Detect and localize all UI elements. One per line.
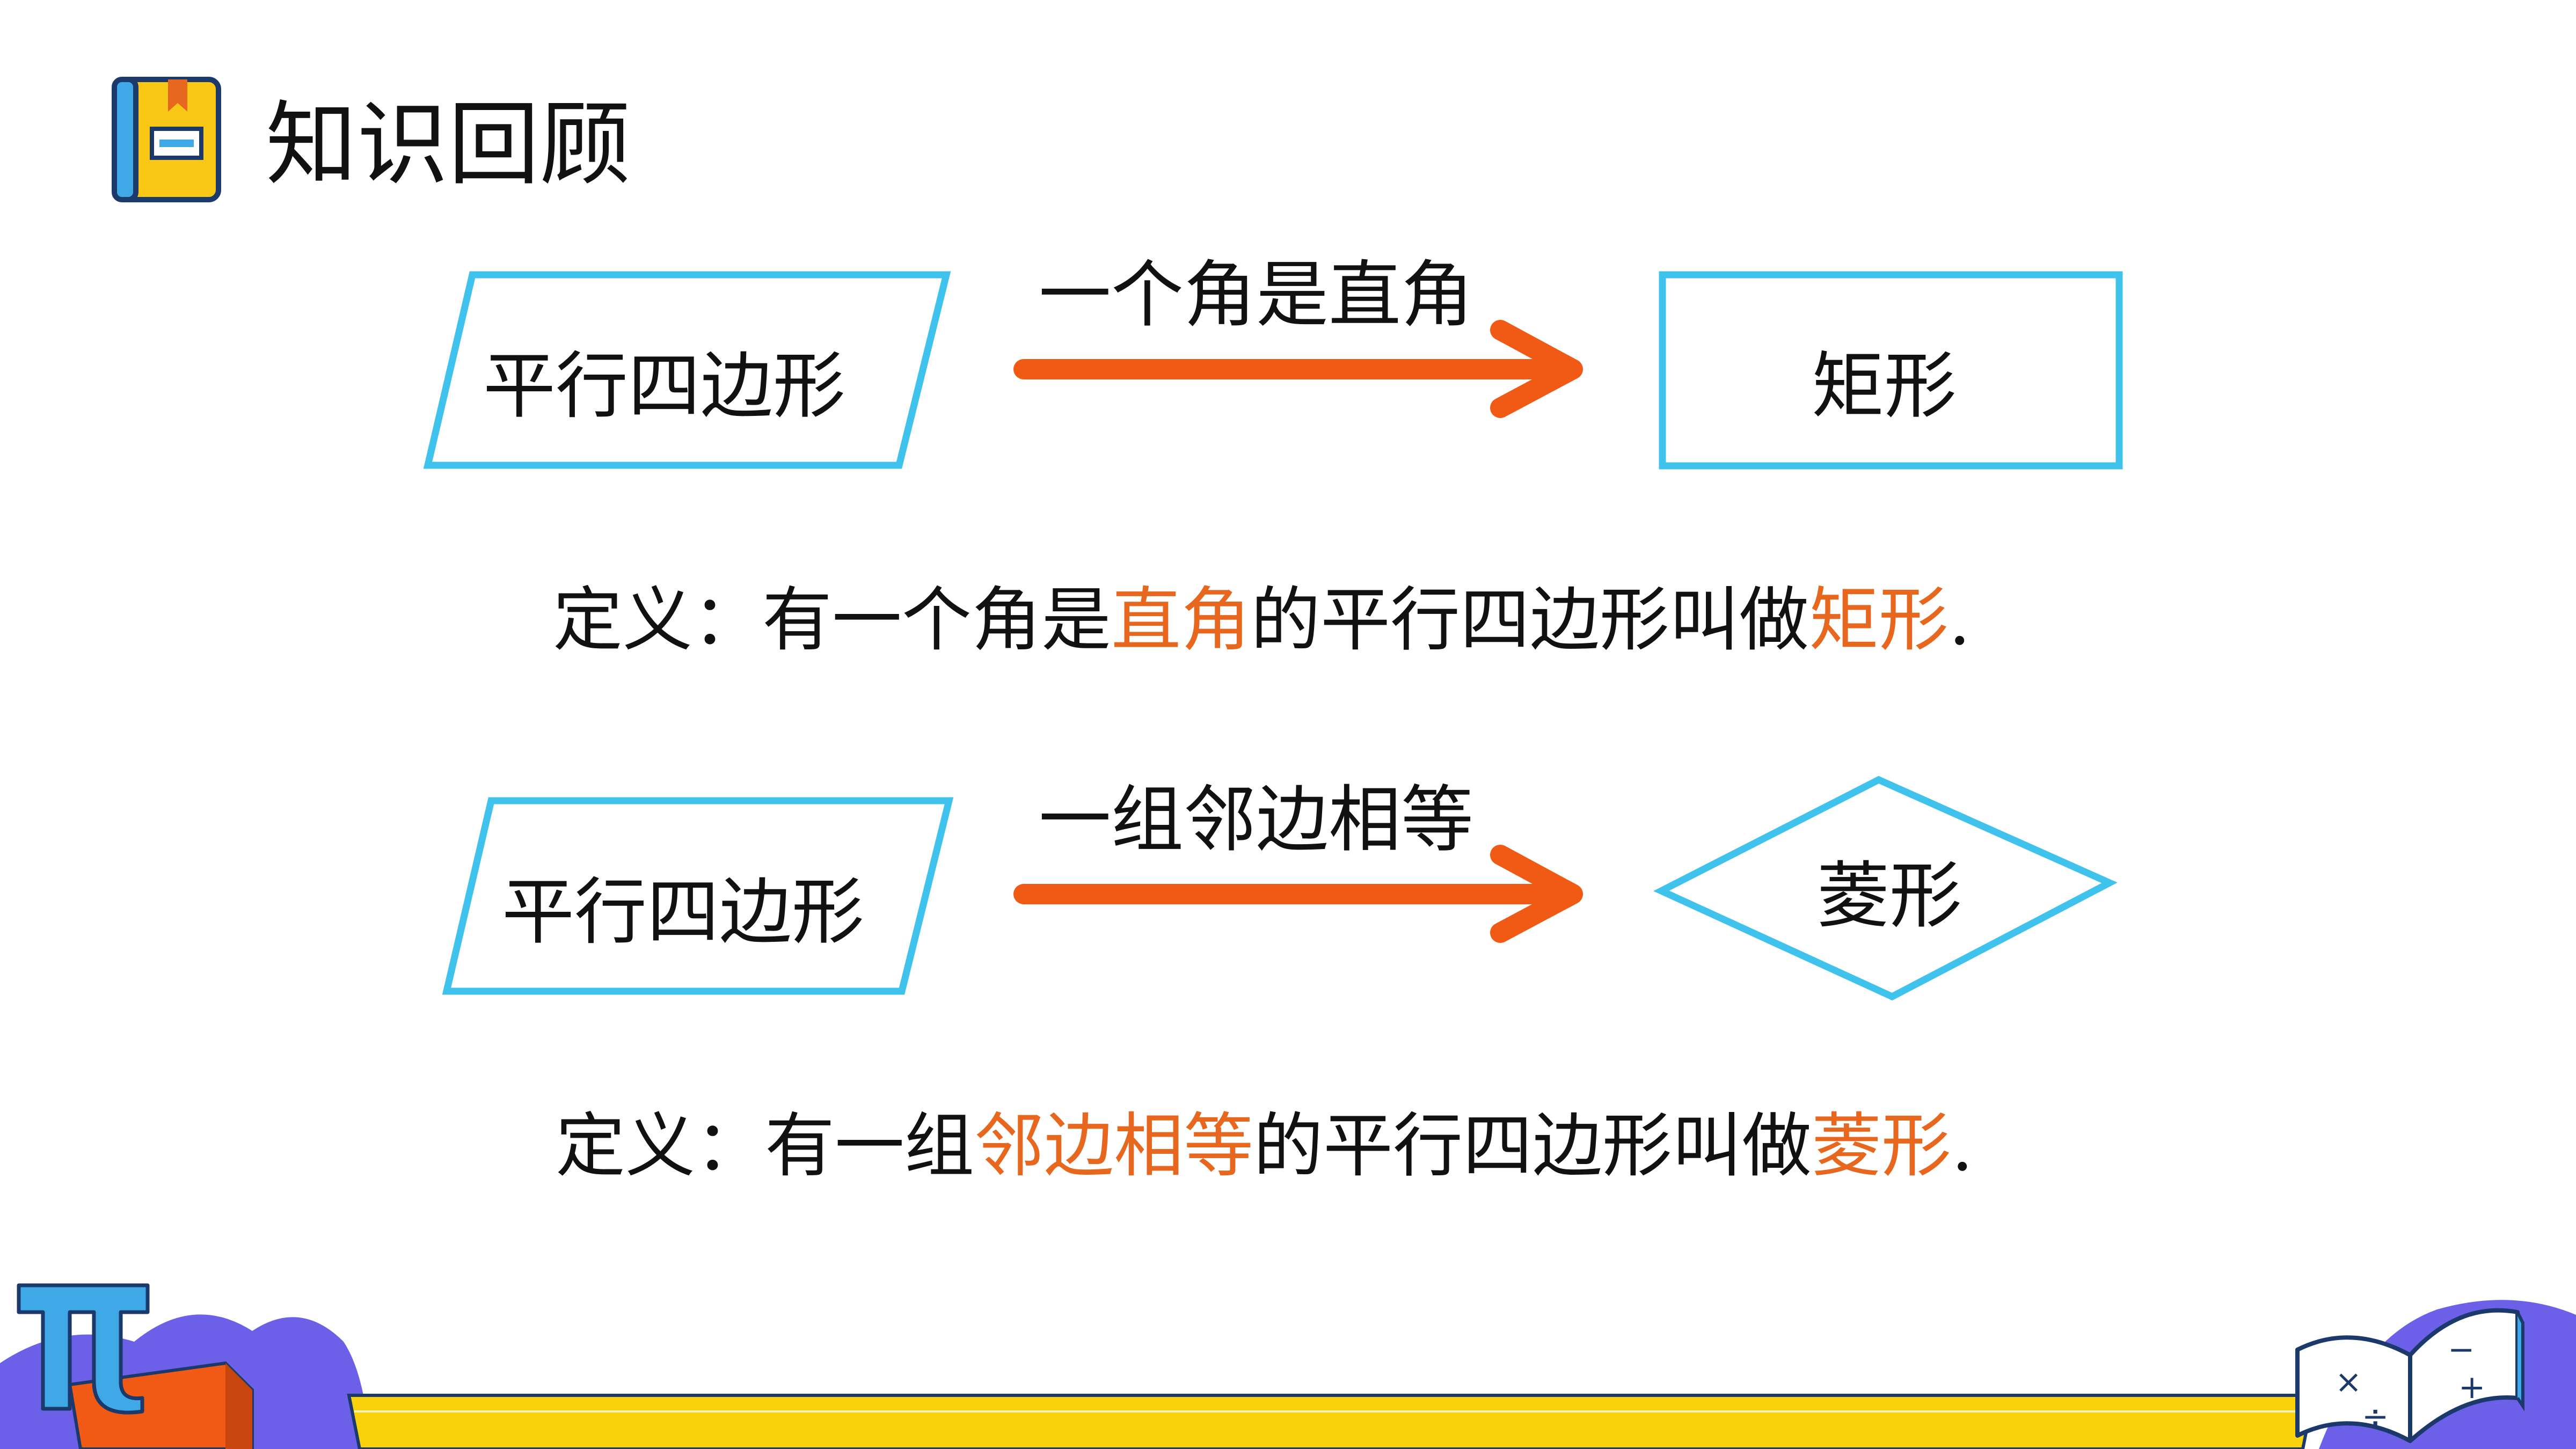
def2-highlight-term: 菱形 — [1812, 1105, 1952, 1187]
svg-text:÷: ÷ — [2362, 1398, 2389, 1436]
def1-highlight-condition: 直角 — [1111, 579, 1251, 661]
rhombus-shape — [1653, 775, 2118, 1001]
definition-rhombus: 定义：有一组邻边相等的平行四边形叫做菱形. — [556, 1103, 1973, 1189]
arrow-1 — [1013, 320, 1583, 418]
def1-middle: 的平行四边形叫做 — [1251, 579, 1809, 661]
def1-prefix: 定义：有一个角是 — [553, 579, 1112, 661]
rectangle-label: 矩形 — [1812, 344, 1957, 428]
parallelogram-shape-1 — [423, 271, 951, 469]
parallelogram-shape-2 — [442, 797, 954, 995]
def1-suffix: . — [1949, 579, 1971, 661]
svg-text:−: − — [2448, 1331, 2475, 1368]
rhombus-label: 菱形 — [1817, 854, 1962, 938]
page-title: 知识回顾 — [266, 92, 631, 198]
open-book-icon: × ÷ − + — [2295, 1308, 2524, 1443]
pi-symbol-icon — [17, 1283, 150, 1415]
definition-rectangle: 定义：有一个角是直角的平行四边形叫做矩形. — [553, 577, 1971, 663]
def1-highlight-term: 矩形 — [1809, 579, 1949, 661]
def2-middle: 的平行四边形叫做 — [1253, 1105, 1812, 1187]
rectangle-shape — [1659, 271, 2123, 470]
svg-text:+: + — [2458, 1368, 2485, 1406]
parallelogram-label-2: 平行四边形 — [502, 870, 864, 954]
def2-suffix: . — [1951, 1105, 1974, 1187]
def2-highlight-condition: 邻边相等 — [974, 1105, 1254, 1187]
def2-prefix: 定义：有一组 — [556, 1105, 975, 1187]
arrow-2 — [1013, 845, 1583, 943]
svg-text:×: × — [2335, 1363, 2362, 1401]
bottom-decoration — [0, 1300, 2576, 1449]
condition-label-1: 一个角是直角 — [1039, 253, 1473, 337]
condition-label-2: 一组邻边相等 — [1039, 778, 1473, 862]
book-icon — [112, 77, 221, 202]
parallelogram-label-1: 平行四边形 — [483, 344, 845, 428]
